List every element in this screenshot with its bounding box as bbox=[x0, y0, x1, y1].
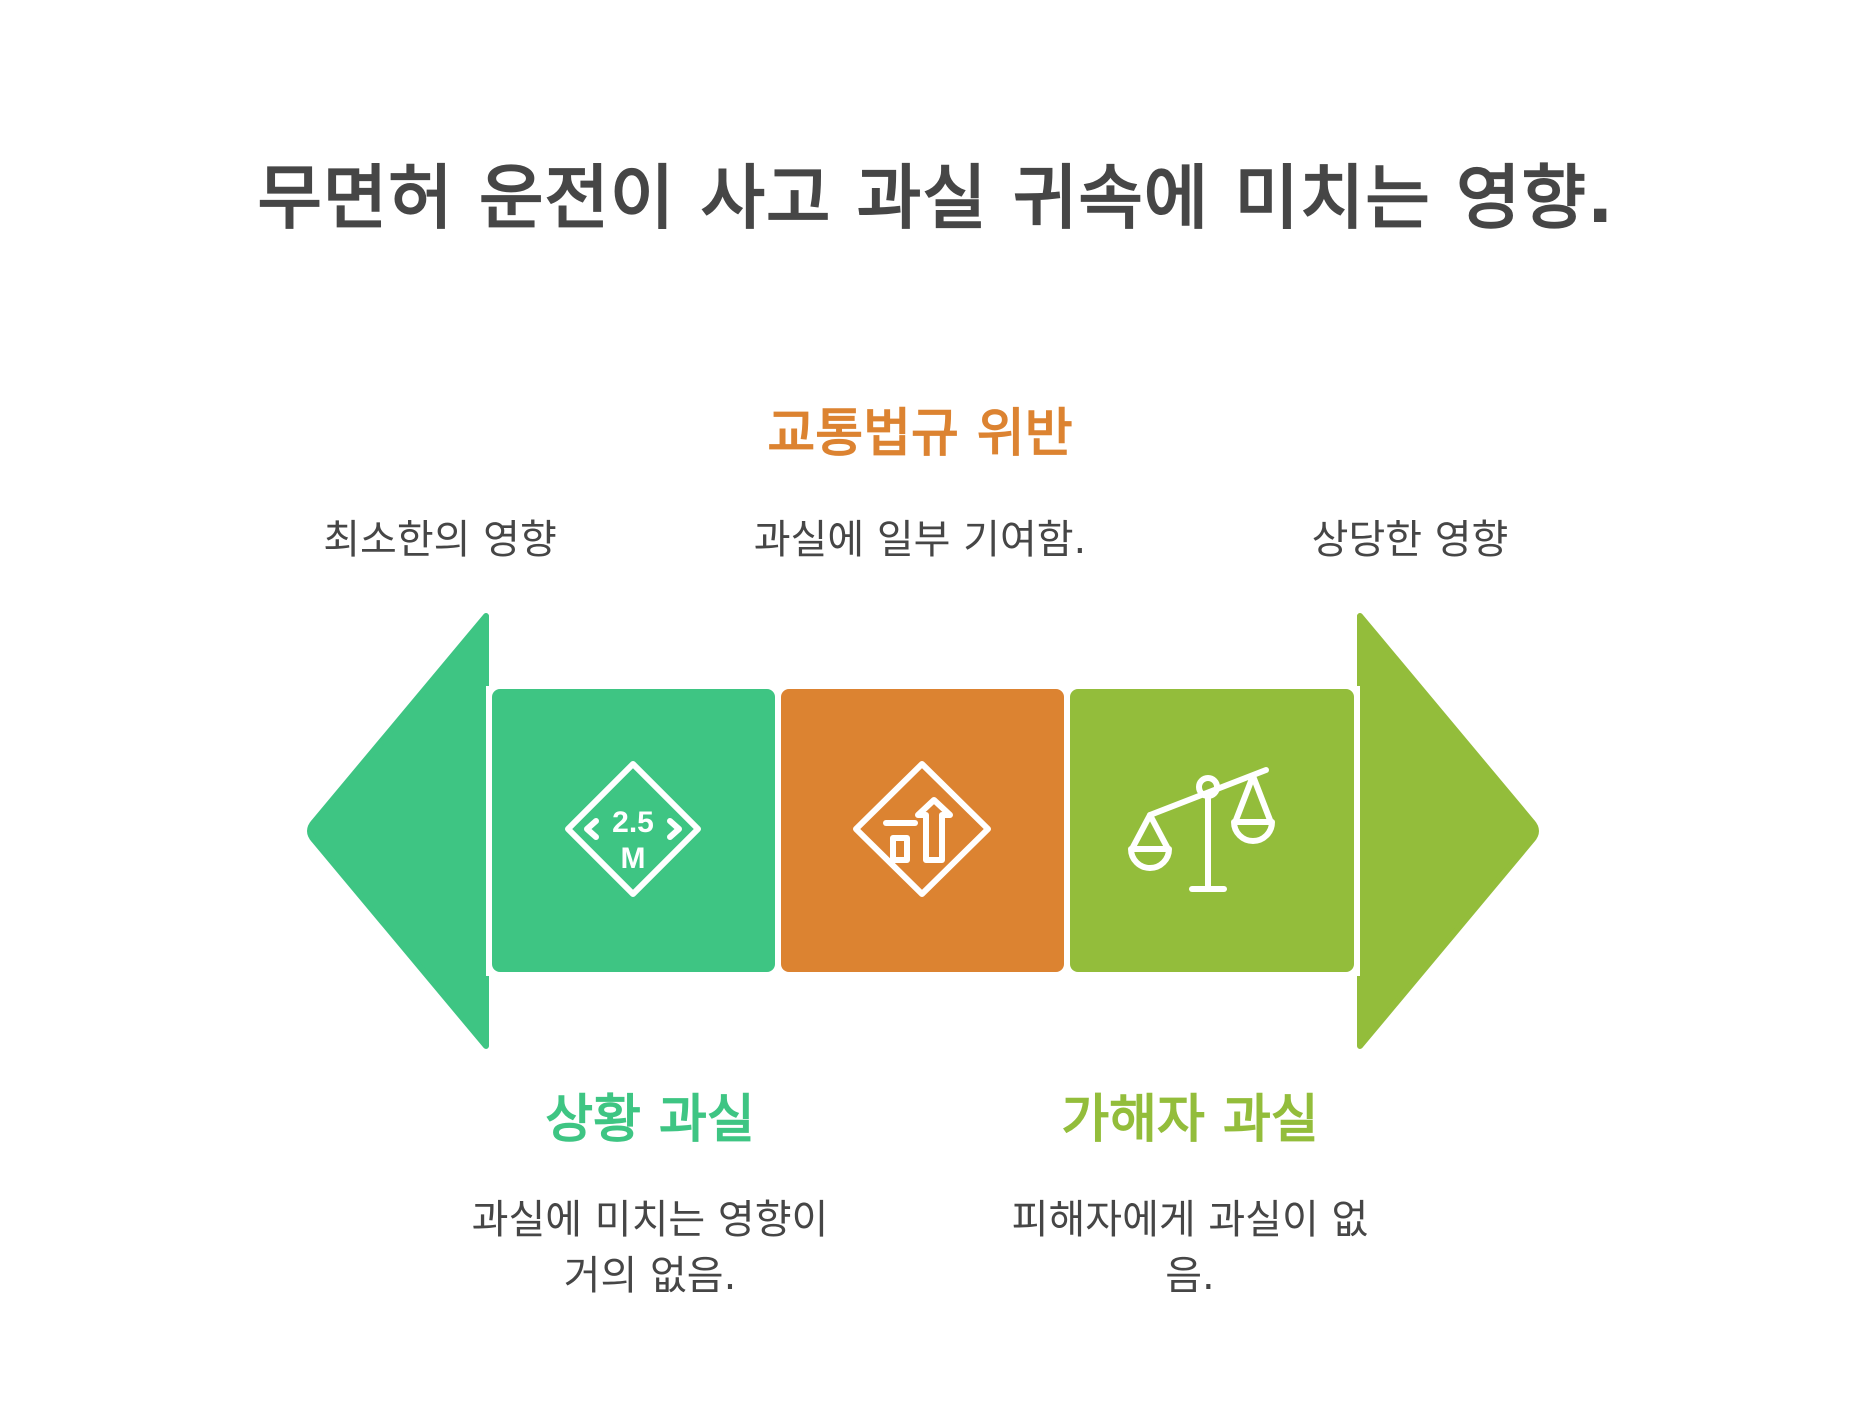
segment-box-violation bbox=[781, 689, 1064, 972]
segment-title-situational: 상황 과실 bbox=[545, 1090, 755, 1150]
segment-description-situational: 과실에 미치는 영향이 거의 없음. bbox=[410, 1192, 890, 1304]
segment-title-violation: 교통법규 위반 bbox=[767, 404, 1073, 464]
scale-label-minimal: 최소한의 영향 bbox=[323, 517, 557, 563]
segment-box-situational bbox=[492, 689, 775, 972]
segment-description-situational-line-2: 거의 없음. bbox=[563, 1253, 737, 1299]
segment-description-perpetrator-line-1: 피해자에게 과실이 없 bbox=[1011, 1197, 1369, 1243]
clearance-height-text: 2.5 bbox=[612, 806, 654, 839]
segment-description-perpetrator: 피해자에게 과실이 없 음. bbox=[950, 1192, 1430, 1304]
scale-label-significant: 상당한 영향 bbox=[1311, 517, 1509, 563]
left-separator bbox=[486, 686, 492, 976]
segment-description-situational-line-1: 과실에 미치는 영향이 bbox=[471, 1197, 829, 1243]
page-title: 무면허 운전이 사고 과실 귀속에 미치는 영향. bbox=[257, 157, 1615, 239]
right-arrow-head bbox=[1357, 613, 1539, 1049]
right-separator bbox=[1354, 686, 1360, 976]
segment-description-violation: 과실에 일부 기여함. bbox=[753, 517, 1087, 563]
scales-icon bbox=[1128, 767, 1275, 892]
left-arrow-head bbox=[307, 613, 489, 1049]
clearance-sign-icon bbox=[565, 761, 701, 897]
segment-title-perpetrator: 가해자 과실 bbox=[1061, 1090, 1319, 1150]
clearance-unit-text: M bbox=[621, 842, 646, 875]
traffic-sign-icon bbox=[853, 761, 991, 897]
segment-description-perpetrator-line-2: 음. bbox=[1165, 1253, 1215, 1299]
segment-box-perpetrator bbox=[1070, 689, 1354, 972]
